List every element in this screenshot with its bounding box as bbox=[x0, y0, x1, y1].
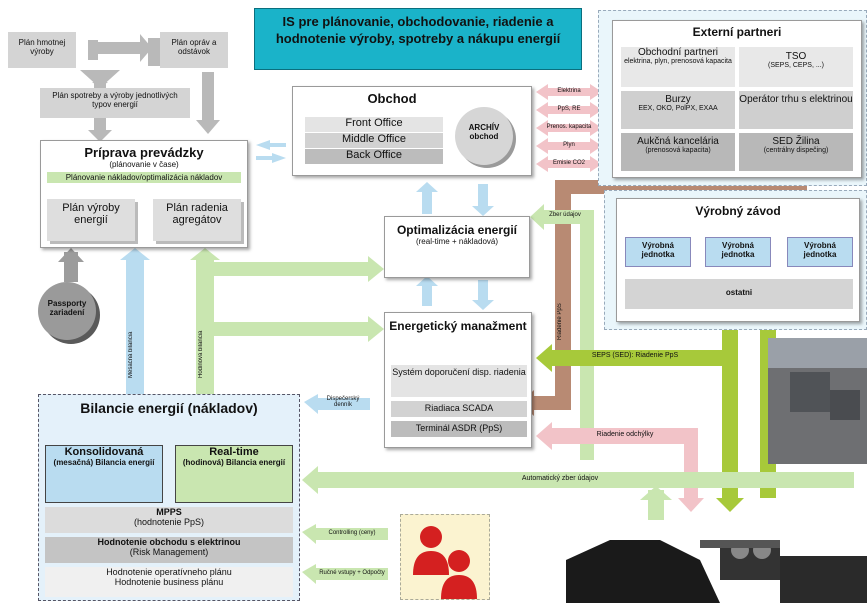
bilancie-title: Bilancie energií (nákladov) bbox=[80, 400, 258, 416]
obchod-title: Obchod bbox=[367, 91, 417, 106]
commodity-elektrina: Elektrina bbox=[557, 88, 581, 94]
optimalizacia-panel: Optimalizácia energií (real-time + nákla… bbox=[384, 216, 530, 278]
sed-title: SED Žilina bbox=[772, 136, 820, 147]
ostatni-box: ostatni bbox=[625, 279, 853, 309]
hodnotenie-obchodu-box: Hodnotenie obchodu s elektrinou (Risk Ma… bbox=[45, 537, 293, 563]
plan-vyroby-card: Plán výroby energií bbox=[47, 199, 135, 241]
hodnotenie-operativneho: Hodnotenie operatívneho plánu bbox=[106, 567, 232, 577]
plan-vyroby-label: Plán výroby energií bbox=[62, 202, 120, 226]
terminal-asdr: Terminál ASDR (PpS) bbox=[391, 421, 527, 437]
burzy-title: Burzy bbox=[665, 94, 691, 105]
priprava-subtitle: (plánovanie v čase) bbox=[109, 160, 179, 169]
vyrobna-jednotka-2: Výrobná jednotka bbox=[705, 237, 771, 267]
seps-label: SEPS (SED): Riadenie PpS bbox=[591, 352, 679, 359]
plan-spotreby-label: Plán spotreby a výroby jednotlivých typo… bbox=[52, 91, 178, 109]
aukcna-sub: (prenosová kapacita) bbox=[645, 147, 711, 154]
archiv-circle: ARCHÍV obchod bbox=[455, 107, 513, 165]
obchod-panel: Obchod Front Office Middle Office Back O… bbox=[292, 86, 532, 176]
priprava-prevadzky-panel: Príprava prevádzky (plánovanie v čase) P… bbox=[40, 140, 248, 248]
hodnotenie-title: Hodnotenie obchodu s elektrinou bbox=[97, 537, 241, 547]
archiv-sub: obchod bbox=[469, 132, 499, 141]
plan-oprav-label: Plán opráv a odstávok bbox=[171, 38, 217, 56]
plan-hmotnej-vyroby-box: Plán hmotnej výroby bbox=[8, 32, 76, 68]
externi-cell-aukcna: Aukčná kancelária (prenosová kapacita) bbox=[621, 133, 735, 171]
plan-hmotnej-label: Plán hmotnej výroby bbox=[18, 38, 66, 56]
zavod-title: Výrobný závod bbox=[695, 204, 781, 218]
externi-title: Externí partneri bbox=[692, 25, 782, 39]
externi-cell-burzy: Burzy EEX, OKO, PolPX, EXAA bbox=[621, 91, 735, 129]
konsolidovana-sub: (mesačná) Bilancia energií bbox=[53, 458, 155, 467]
externi-cell-sed: SED Žilina (centrálny dispečing) bbox=[739, 133, 853, 171]
plan-spotreby-box: Plán spotreby a výroby jednotlivých typo… bbox=[40, 88, 190, 118]
user-icon bbox=[413, 526, 477, 599]
plan-radenia-label: Plán radenia agregátov bbox=[166, 202, 228, 226]
vyrobna-jednotka-1: Výrobná jednotka bbox=[625, 237, 691, 267]
hodnotenie-sub: (Risk Management) bbox=[129, 547, 209, 557]
dispecersky-label: Dispečerský denník bbox=[326, 396, 360, 408]
optimalizacia-sub: (real-time + nákladová) bbox=[415, 237, 499, 246]
vyrobny-zavod-panel: Výrobný závod Výrobná jednotka Výrobná j… bbox=[616, 198, 860, 322]
externi-cell-tso: TSO (SEPS, CEPS, ...) bbox=[739, 47, 853, 87]
aukcna-title: Aukčná kancelária bbox=[637, 136, 719, 147]
planovanie-bar: Plánovanie nákladov/optimalizácia náklad… bbox=[47, 172, 241, 183]
mesacna-bilancia-label: Mesačná bilancia bbox=[128, 331, 134, 378]
rucne-vstupy-label: Ručné vstupy + Odpočty bbox=[319, 570, 385, 576]
zber-udajov-label: Zber údajov bbox=[549, 212, 581, 218]
title-text: IS pre plánovanie, obchodovanie, riadeni… bbox=[275, 14, 561, 46]
externi-cell-operator: Operátor trhu s elektrinou bbox=[739, 91, 853, 129]
mpps-title: MPPS bbox=[156, 507, 182, 517]
front-office: Front Office bbox=[305, 117, 443, 132]
hodinova-bilancia-label: Hodinová bilancia bbox=[198, 330, 204, 378]
obchodni-sub: elektrina, plyn, prenosová kapacita bbox=[624, 58, 732, 65]
realtime-sub: (hodinová) Bilancia energií bbox=[182, 458, 286, 467]
controlling-label: Controlling (ceny) bbox=[328, 530, 376, 536]
commodity-plyn: Plyn bbox=[563, 142, 575, 148]
externi-cell-obchodni: Obchodní partneri elektrina, plyn, preno… bbox=[621, 47, 735, 87]
realtime-box: Real-time (hodinová) Bilancia energií bbox=[175, 445, 293, 503]
users-illustration bbox=[400, 514, 490, 600]
title-box: IS pre plánovanie, obchodovanie, riadeni… bbox=[254, 8, 582, 70]
commodity-pps: PpS, RE bbox=[557, 106, 581, 112]
passporty-circle: Passporty zariadení bbox=[38, 282, 96, 340]
burzy-sub: EEX, OKO, PolPX, EXAA bbox=[638, 105, 718, 112]
middle-office: Middle Office bbox=[305, 133, 443, 148]
odchylky-label: Riadenie odchýlky bbox=[596, 431, 654, 438]
archiv-label: ARCHÍV bbox=[468, 123, 500, 132]
system-doporuceni: Systém doporučení disp. riadenia bbox=[391, 365, 527, 397]
tso-sub: (SEPS, CEPS, ...) bbox=[767, 62, 824, 69]
bilancie-panel: Bilancie energií (nákladov) Konsolidovan… bbox=[38, 394, 300, 601]
commodity-emisie: Emisie CO2 bbox=[552, 160, 585, 166]
passporty-label: Passporty zariadení bbox=[47, 299, 87, 317]
operator-title: Operátor trhu s elektrinou bbox=[739, 94, 853, 105]
auto-zber-label: Automatický zber údajov bbox=[521, 475, 599, 482]
commodity-prenos: Prenos. kapacita bbox=[546, 124, 592, 130]
riadiaca-scada: Riadiaca SCADA bbox=[391, 401, 527, 417]
mpps-box: MPPS (hodnotenie PpS) bbox=[45, 507, 293, 533]
vyrobna-jednotka-3: Výrobná jednotka bbox=[787, 237, 853, 267]
priprava-title: Príprava prevádzky bbox=[84, 145, 204, 160]
plan-oprav-box: Plán opráv a odstávok bbox=[160, 32, 228, 68]
back-office: Back Office bbox=[305, 149, 443, 164]
konsolidovana-title: Konsolidovaná bbox=[64, 446, 144, 458]
hodnotenie-business: Hodnotenie business plánu bbox=[114, 577, 224, 587]
externi-partneri-panel: Externí partneri Obchodní partneri elekt… bbox=[612, 20, 862, 178]
manazment-panel: Energetický manažment Systém doporučení … bbox=[384, 312, 532, 448]
obchodni-title: Obchodní partneri bbox=[637, 47, 719, 58]
tso-title: TSO bbox=[785, 51, 807, 62]
realtime-title: Real-time bbox=[209, 446, 259, 458]
manazment-title: Energetický manažment bbox=[389, 319, 527, 333]
konsolidovana-box: Konsolidovaná (mesačná) Bilancia energií bbox=[45, 445, 163, 503]
sed-sub: (centrálny dispečing) bbox=[763, 147, 829, 154]
riadenie-pps-label: Riadenie PpS bbox=[557, 303, 563, 340]
optimalizacia-title: Optimalizácia energií bbox=[396, 223, 518, 237]
mpps-sub: (hodnotenie PpS) bbox=[133, 517, 205, 527]
hodnotenie-planov-box: Hodnotenie operatívneho plánu Hodnotenie… bbox=[45, 567, 293, 597]
plan-radenia-card: Plán radenia agregátov bbox=[153, 199, 241, 241]
